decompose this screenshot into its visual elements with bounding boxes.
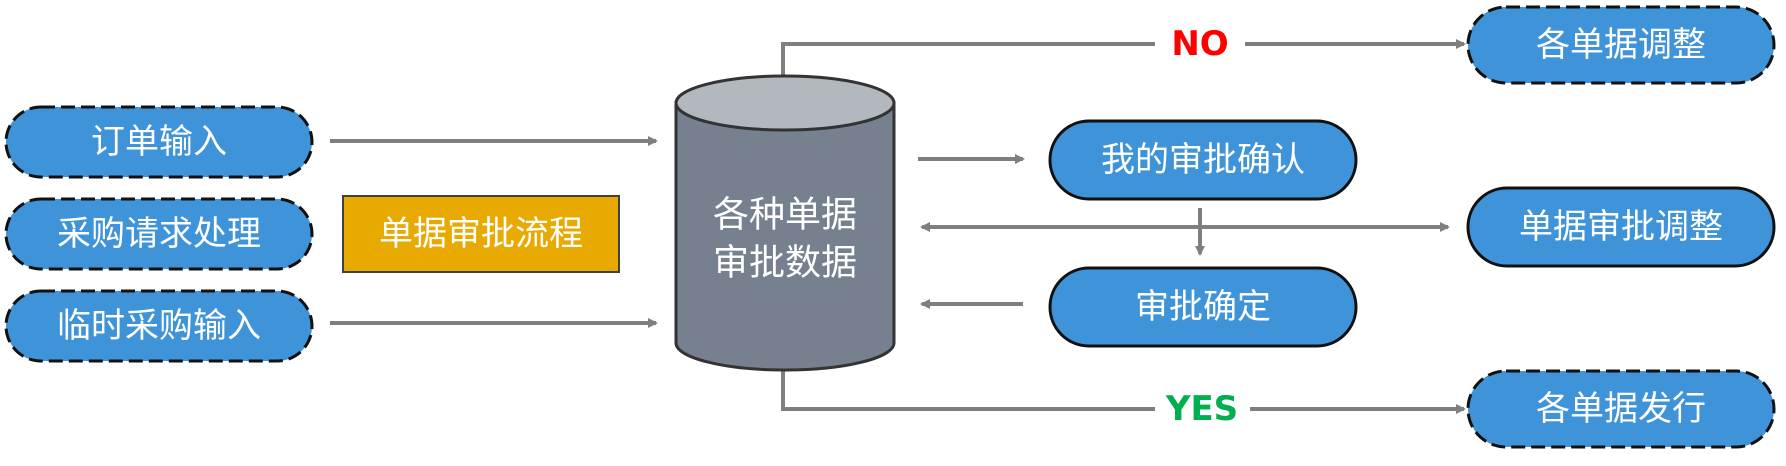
output-node-approval-adjust-label: 单据审批调整 — [1519, 207, 1723, 247]
process-node-approval-decide-label: 审批确定 — [1135, 287, 1271, 327]
input-node-order: 订单输入 — [4, 105, 314, 179]
arrow-db-to-no — [781, 42, 1155, 82]
process-node-my-approval: 我的审批确认 — [1048, 119, 1358, 201]
connectors — [330, 39, 1466, 414]
process-node-my-approval-label: 我的审批确认 — [1101, 140, 1305, 180]
input-node-purchase-request-label: 采购请求处理 — [57, 214, 261, 254]
database-label-line1: 各种单据 — [713, 195, 857, 236]
output-node-adjust-label: 各单据调整 — [1536, 25, 1706, 65]
input-node-purchase-request: 采购请求处理 — [4, 197, 314, 271]
input-node-temp-purchase: 临时采购输入 — [4, 289, 314, 363]
input-node-order-label: 订单输入 — [91, 122, 227, 162]
branch-no-label: NO — [1171, 24, 1228, 64]
output-node-approval-adjust: 单据审批调整 — [1466, 186, 1776, 268]
process-node-approval-decide: 审批确定 — [1048, 266, 1358, 348]
branch-yes-label: YES — [1165, 389, 1238, 429]
title-box-label: 单据审批流程 — [379, 214, 583, 254]
output-node-issue: 各单据发行 — [1466, 369, 1776, 449]
title-box: 单据审批流程 — [342, 195, 620, 273]
input-node-temp-purchase-label: 临时采购输入 — [57, 306, 261, 346]
output-node-issue-label: 各单据发行 — [1536, 389, 1706, 429]
arrow-db-to-yes — [781, 370, 1155, 411]
output-node-adjust: 各单据调整 — [1466, 5, 1776, 85]
database-label-line2: 审批数据 — [713, 243, 857, 284]
database-cylinder: 各种单据 审批数据 — [674, 74, 896, 372]
